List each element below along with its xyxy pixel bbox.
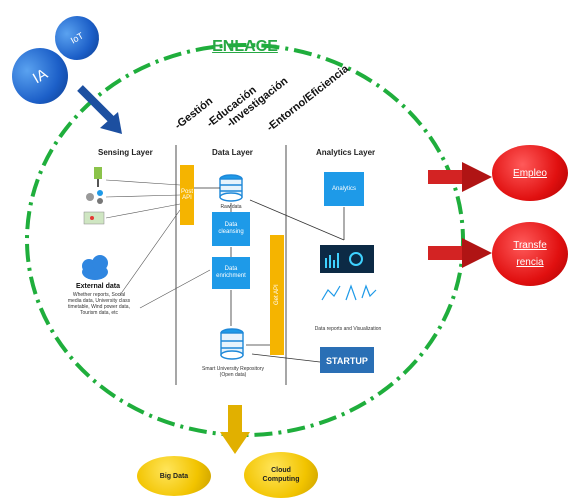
raw-data-database-icon: [219, 174, 243, 202]
analytics-box: Analytics: [324, 172, 364, 206]
transferencia-label-1: Transfe: [513, 240, 547, 251]
cloud-computing-oval: Cloud Computing: [244, 452, 318, 498]
data-layer-header: Data Layer: [212, 148, 253, 157]
cloud-label-1: Cloud: [271, 467, 291, 474]
enrichment-box: Data enrichment: [212, 257, 250, 289]
dashboard-chart-icon: [320, 245, 374, 273]
post-api-box: Post API: [180, 165, 194, 225]
external-data-desc: Whether reports, Social media data, Univ…: [67, 292, 131, 316]
startup-image: [320, 347, 374, 373]
sensor-lamp-icon: [94, 167, 102, 187]
line-chart-icons: [321, 284, 377, 301]
big-data-label: Big Data: [159, 472, 189, 480]
empleo-oval[interactable]: Empleo: [492, 145, 568, 201]
sensor-map-icon: [83, 211, 105, 225]
arrow-to-transferencia-icon: [428, 238, 492, 268]
arrow-to-empleo-icon: [428, 162, 492, 192]
transferencia-oval[interactable]: Transfe rencia: [492, 222, 568, 286]
cloud-label-2: Computing: [262, 476, 300, 483]
empleo-label: Empleo: [513, 167, 547, 179]
diagram-title: ENLACE: [212, 38, 278, 55]
reports-label: Data reports and Visualization: [314, 326, 382, 332]
sensing-layer-header: Sensing Layer: [98, 148, 153, 157]
external-data-title: External data: [76, 283, 120, 290]
repository-label: Smart University Repository (Open data): [202, 366, 264, 378]
analytics-layer-header: Analytics Layer: [316, 148, 376, 157]
sensor-node-icon: [86, 190, 103, 204]
get-api-box: Get API: [270, 235, 284, 355]
ia-arrow-icon: [77, 85, 122, 134]
cleansing-box: Data cleansing: [212, 212, 250, 246]
repository-database-icon: [220, 328, 244, 360]
transferencia-label-2: rencia: [516, 257, 544, 268]
startup-label: STARTUP: [326, 356, 368, 366]
analytics-label: Analytics: [331, 185, 356, 192]
get-api-label: Get API: [274, 284, 280, 306]
post-api-label: Post API: [180, 189, 193, 201]
big-data-oval: Big Data: [137, 456, 211, 496]
data-flow-arrows: [194, 187, 345, 363]
cloud-icon: [82, 255, 108, 280]
raw-data-label: Raw data: [220, 204, 242, 210]
arrow-down-icon: [220, 405, 250, 454]
sensing-connectors: [105, 179, 211, 309]
cleansing-label: Data cleansing: [218, 222, 244, 235]
ia-label: IA: [29, 65, 51, 87]
iot-label: IoT: [68, 30, 86, 46]
enrichment-label: Data enrichment: [216, 266, 246, 279]
